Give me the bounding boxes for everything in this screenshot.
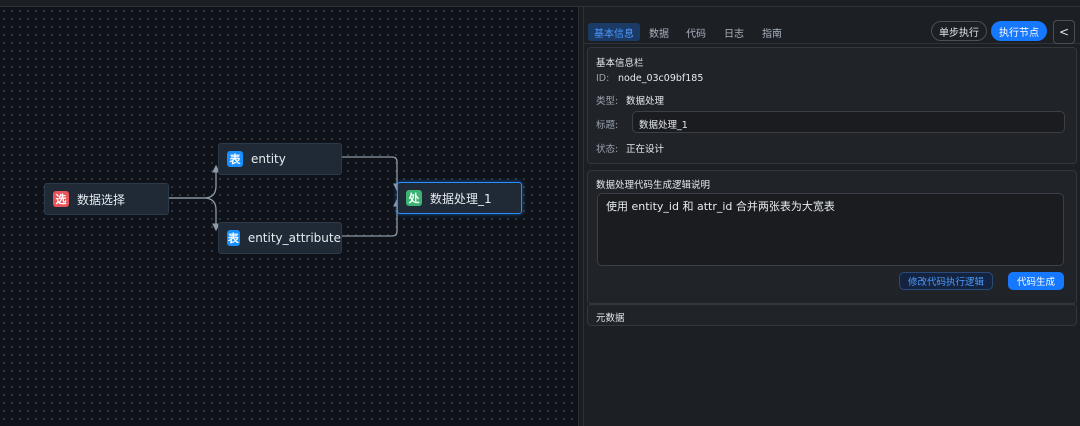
id-value: node_03c09bf185	[618, 73, 704, 84]
id-label: ID:	[596, 73, 610, 84]
metadata-title: 元数据	[596, 313, 625, 324]
node-data-process[interactable]: 处 数据处理_1	[397, 182, 522, 214]
node-label: 数据处理_1	[430, 191, 492, 206]
title-label: 标题:	[596, 120, 619, 131]
node-entity-attribute[interactable]: 表 entity_attribute	[218, 222, 342, 254]
panel-resize-handle[interactable]	[578, 7, 584, 426]
type-value: 数据处理	[626, 96, 665, 107]
table-badge-icon: 表	[227, 151, 243, 167]
logic-textarea[interactable]: 使用 entity_id 和 attr_id 合并两张表为大宽表	[597, 193, 1064, 266]
run-node-button[interactable]: 执行节点	[991, 21, 1047, 41]
tab-data[interactable]: 数据	[649, 29, 669, 40]
panel-tabs: 基本信息 数据 代码 日志 指南 单步执行 执行节点 <	[584, 14, 1080, 44]
tab-guide[interactable]: 指南	[762, 29, 782, 40]
node-data-select[interactable]: 选 数据选择	[44, 183, 169, 215]
logic-title: 数据处理代码生成逻辑说明	[596, 180, 711, 191]
modify-logic-button[interactable]: 修改代码执行逻辑	[899, 272, 993, 290]
basic-info-card: 基本信息栏 ID: node_03c09bf185 类型: 数据处理 标题: 数…	[587, 47, 1077, 164]
type-label: 类型:	[596, 96, 619, 107]
process-badge-icon: 处	[406, 190, 422, 206]
generate-code-button[interactable]: 代码生成	[1008, 272, 1064, 290]
node-label: 数据选择	[77, 192, 126, 207]
step-run-button[interactable]: 单步执行	[931, 21, 987, 41]
select-badge-icon: 选	[53, 191, 69, 207]
top-bar	[0, 0, 1080, 7]
node-label: entity	[251, 152, 286, 166]
status-value: 正在设计	[626, 144, 665, 155]
status-label: 状态:	[596, 144, 619, 155]
collapse-panel-button[interactable]: <	[1053, 20, 1075, 44]
flow-canvas[interactable]	[0, 7, 578, 426]
table-badge-icon: 表	[227, 230, 240, 246]
node-label: entity_attribute	[247, 231, 341, 245]
node-entity[interactable]: 表 entity	[218, 143, 342, 175]
tab-code[interactable]: 代码	[686, 29, 706, 40]
logic-card: 数据处理代码生成逻辑说明 使用 entity_id 和 attr_id 合并两张…	[587, 170, 1077, 304]
properties-panel: 基本信息 数据 代码 日志 指南 单步执行 执行节点 < 基本信息栏 ID: n…	[584, 7, 1080, 426]
tab-log[interactable]: 日志	[724, 29, 744, 40]
basic-info-title: 基本信息栏	[596, 58, 644, 69]
tab-basic-info[interactable]: 基本信息	[588, 23, 640, 41]
title-input[interactable]: 数据处理_1	[632, 111, 1065, 133]
metadata-card[interactable]: 元数据	[587, 304, 1077, 326]
